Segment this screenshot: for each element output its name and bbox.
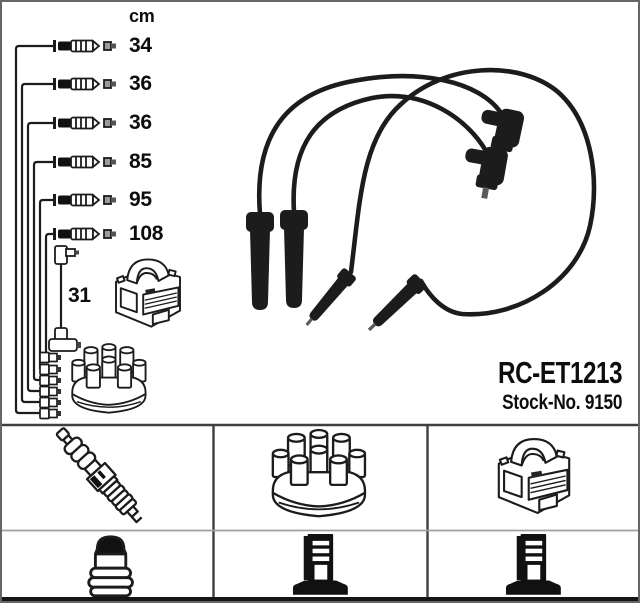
wire-boot: [246, 212, 274, 310]
schematic-trunk-lines: [14, 44, 53, 415]
coil-wire: [48, 245, 81, 352]
terminal-boot-icon: [505, 534, 561, 595]
wire-schematic: [14, 39, 181, 420]
cable-row-connectors: [52, 39, 117, 241]
cable-length-label: 85: [129, 150, 152, 173]
coil-wire-length-label: 31: [68, 284, 91, 307]
wire-boot: [280, 210, 308, 308]
terminal-boot-icon: [292, 534, 348, 595]
plug-terminal-nut-icon: [87, 535, 134, 598]
cable-length-label: 36: [129, 111, 152, 134]
part-identification: RC-ET1213 Stock-No. 9150: [463, 355, 623, 415]
cable-length-label: 95: [129, 188, 152, 211]
wire-boot-angled: [363, 273, 428, 337]
unit-label: cm: [129, 6, 155, 26]
spark-plug-icon: [49, 421, 150, 529]
elbow-boot: [458, 142, 510, 202]
harness-clip-stack: [39, 351, 62, 420]
cable-length-label: 108: [129, 222, 164, 245]
cable-length-label: 36: [129, 72, 152, 95]
distributor-cap-drawing: [71, 343, 147, 414]
stock-number: Stock-No. 9150: [501, 391, 622, 414]
ignition-coil-drawing: [115, 258, 181, 328]
wire-boot-angled: [300, 267, 357, 330]
cable-length-label: 34: [129, 34, 152, 57]
ignition-coil-icon: [497, 437, 571, 515]
ignition-wire-set-photo: [246, 67, 597, 337]
distributor-cap-icon: [271, 428, 367, 518]
part-number: RC-ET1213: [497, 355, 623, 390]
